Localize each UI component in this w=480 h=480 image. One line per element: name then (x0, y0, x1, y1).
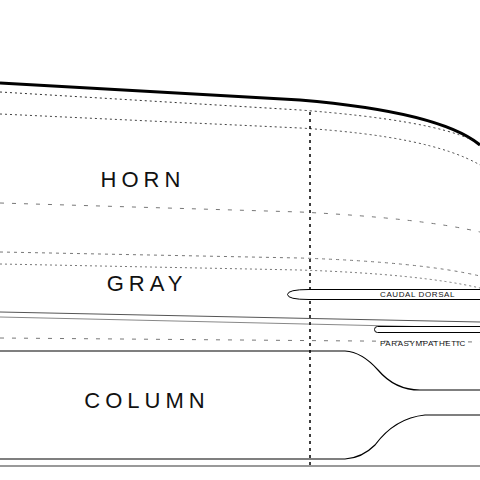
central-line (0, 312, 480, 322)
dashed-boundary (0, 203, 480, 232)
column-border (0, 351, 480, 390)
region-label: GRAY (107, 271, 188, 297)
base-line (0, 465, 480, 467)
nucleus-shape (375, 327, 480, 333)
dashed-boundary (0, 264, 480, 288)
dotted-boundary (0, 92, 472, 140)
cord-border (0, 83, 480, 145)
dashed-boundary (0, 252, 480, 276)
nucleus-band: CAUDAL DORSAL (287, 289, 480, 300)
dotted-boundary (0, 114, 480, 165)
nucleus-label: CAUDAL DORSAL (380, 291, 455, 299)
region-label: COLUMN (84, 388, 209, 414)
column-border (0, 415, 480, 459)
nucleus-outline (374, 326, 480, 333)
region-label: HORN (101, 167, 186, 193)
nucleus-shape (288, 290, 480, 300)
nucleus-bar: PARASYMPATHETIC (374, 326, 480, 333)
nucleus-label: PARASYMPATHETIC (380, 340, 466, 348)
